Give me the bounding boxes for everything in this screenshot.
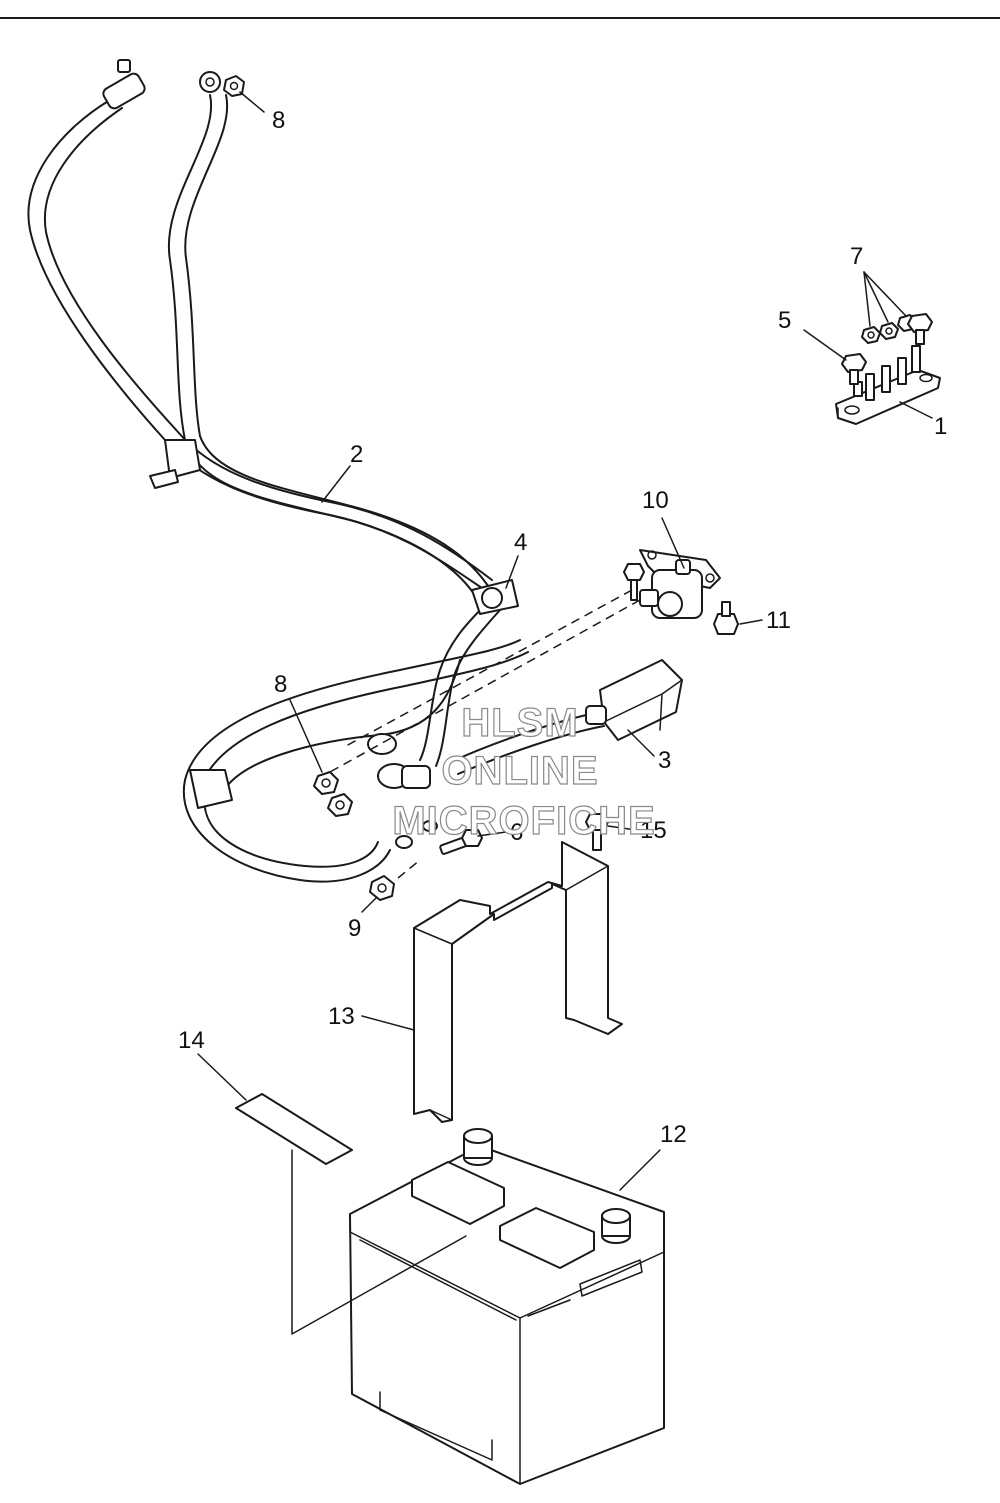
callout-12: 12 (660, 1121, 687, 1148)
bolt-6 (439, 829, 483, 855)
battery-hold-down (413, 841, 623, 1123)
watermark-line-3: MICROFICHE (392, 799, 655, 843)
callout-5: 5 (778, 307, 791, 334)
nut-8-lower (313, 771, 353, 817)
assembly-line-nut-9 (397, 859, 421, 879)
callout-6: 6 (510, 819, 523, 846)
nuts-7 (861, 313, 933, 345)
callout-13: 13 (328, 1003, 355, 1030)
callout-1: 1 (934, 413, 947, 440)
connector (585, 659, 683, 741)
relay-assembly (639, 549, 721, 619)
callout-8-lower: 8 (274, 671, 287, 698)
bolt-5 (841, 353, 867, 385)
callout-10: 10 (642, 487, 669, 514)
label-14 (235, 1093, 467, 1335)
callout-7: 7 (850, 243, 863, 270)
bolt-11 (713, 601, 739, 635)
callout-14: 14 (178, 1027, 205, 1054)
nut-9 (369, 875, 395, 901)
battery-cable-harness (27, 59, 605, 883)
watermark-line-2: ONLINE (441, 749, 598, 793)
terminal-block (835, 345, 941, 425)
callout-3: 3 (658, 747, 671, 774)
callout-2: 2 (350, 441, 363, 468)
watermark: HLSM ONLINE MICROFICHE (392, 700, 656, 843)
leader-lines (197, 91, 933, 1191)
bolt-15 (585, 813, 609, 851)
callout-8-top: 8 (272, 107, 285, 134)
callout-11: 11 (766, 607, 791, 634)
battery (349, 1128, 665, 1485)
callout-15: 15 (640, 817, 667, 844)
callout-4: 4 (514, 529, 527, 556)
watermark-line-1: HLSM (461, 701, 578, 745)
callout-9: 9 (348, 915, 361, 942)
assembly-line-relay-2 (345, 589, 633, 747)
